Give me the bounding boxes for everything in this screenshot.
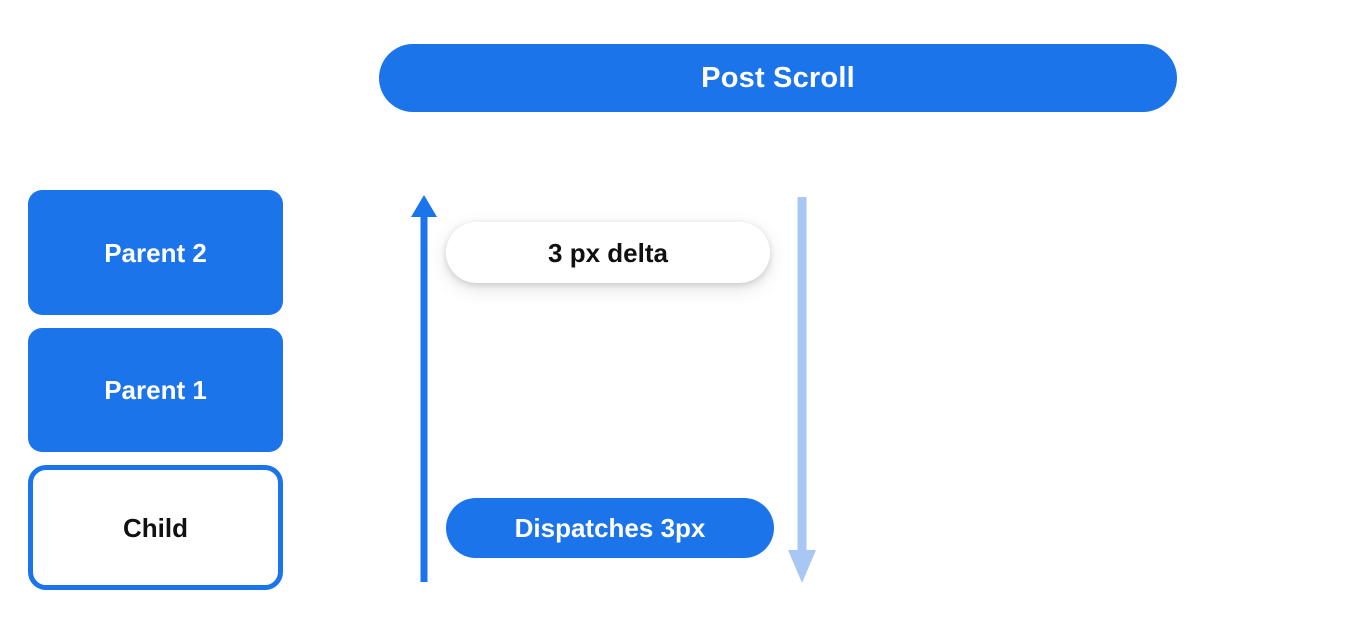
dispatch-pill-label: Dispatches 3px <box>514 513 706 543</box>
scroll-up-arrow-icon <box>411 195 437 582</box>
dispatch-pill: Dispatches 3px <box>446 498 774 558</box>
scroll-down-arrow-icon <box>788 197 816 583</box>
delta-pill-label: 3 px delta <box>548 237 668 268</box>
post-scroll-banner-label: Post Scroll <box>701 61 855 94</box>
stack-box-parent-2[interactable]: Parent 2 <box>28 190 283 315</box>
post-scroll-banner: Post Scroll <box>379 44 1177 112</box>
delta-pill: 3 px delta <box>446 222 770 283</box>
stack-box-child-label: Child <box>123 512 188 543</box>
stack-box-child[interactable]: Child <box>28 465 283 590</box>
stack-box-parent-1[interactable]: Parent 1 <box>28 328 283 452</box>
stack-box-parent-2-label: Parent 2 <box>104 237 207 268</box>
stack-box-parent-1-label: Parent 1 <box>104 375 207 405</box>
